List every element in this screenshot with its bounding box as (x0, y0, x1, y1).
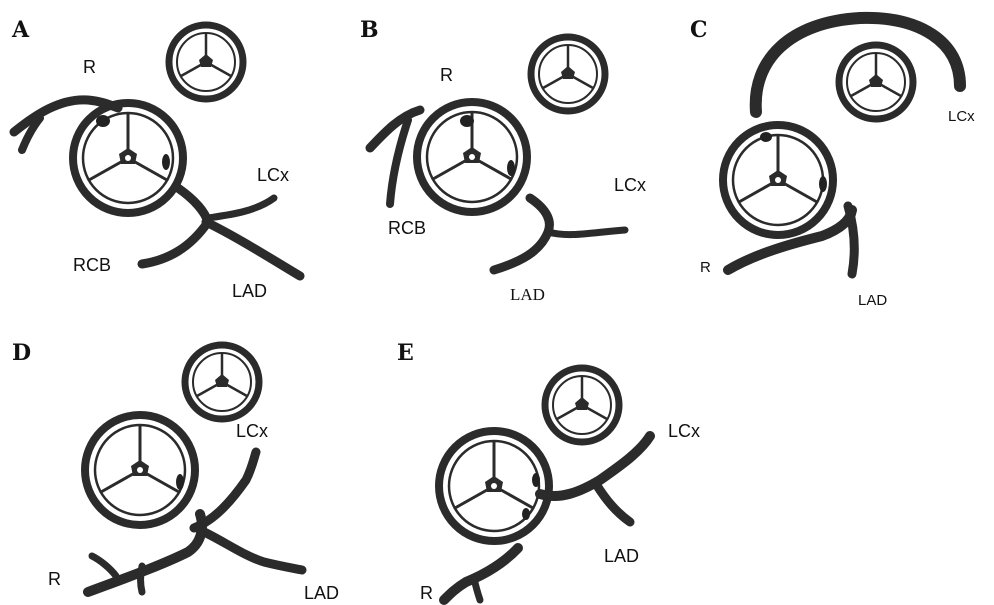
panel-d: D LCx R LAD (12, 340, 339, 603)
panel-e: E LCx LAD R (397, 340, 700, 603)
label-lcx: LCx (614, 175, 646, 195)
aortic-valve (439, 431, 549, 541)
right-coronary-branch (92, 556, 116, 576)
panel-b: B R LCx RCB LAD (360, 17, 646, 304)
pulmonary-valve (839, 45, 913, 119)
label-r: R (420, 583, 433, 603)
aortic-valve (85, 415, 195, 525)
lcx-vessel (548, 230, 625, 235)
rcb-vessel (390, 120, 408, 204)
right-coronary-ostium (96, 115, 110, 127)
label-lcx: LCx (257, 165, 289, 185)
label-lad: LAD (510, 285, 545, 304)
pulmonary-valve (531, 37, 605, 111)
label-lcx: LCx (668, 421, 700, 441)
left-coronary-ostium-2 (522, 508, 530, 520)
pulmonary-valve (545, 368, 619, 442)
right-coronary-ostium (460, 115, 474, 127)
panel-c: C LCx R LAD (690, 17, 975, 309)
pulmonary-valve (169, 25, 243, 99)
left-coronary-ostium-1 (532, 473, 540, 487)
label-r: R (700, 259, 711, 276)
label-r: R (440, 65, 453, 85)
right-coronary-artery (370, 110, 420, 148)
left-coronary-ostium (162, 154, 170, 170)
lad-vessel (200, 530, 302, 570)
panel-a: A R LCx RCB LAD (11, 17, 300, 301)
label-r: R (48, 569, 61, 589)
panel-letter-e: E (397, 340, 414, 366)
label-rcb: RCB (388, 218, 426, 238)
left-coronary-ostium (176, 474, 184, 490)
panel-letter-b: B (360, 17, 379, 43)
label-lcx: LCx (236, 421, 268, 441)
label-rcb: RCB (73, 255, 111, 275)
right-coronary-branch (141, 566, 143, 592)
label-lad: LAD (304, 583, 339, 603)
lad-vessel (848, 206, 854, 274)
aortic-valve (723, 125, 833, 235)
label-lad: LAD (232, 281, 267, 301)
panel-letter-c: C (690, 17, 708, 43)
pulmonary-valve (185, 345, 259, 419)
label-lad: LAD (858, 292, 887, 309)
left-coronary-ostium (507, 160, 515, 176)
lad-vessel (494, 198, 549, 270)
coronary-ostium (760, 132, 772, 142)
panel-letter-a: A (11, 17, 30, 43)
label-r: R (83, 57, 96, 77)
lcx-vessel (208, 198, 274, 218)
label-lcx: LCx (948, 108, 975, 125)
panel-letter-d: D (12, 340, 31, 366)
lad-vessel (596, 484, 630, 522)
lad-vessel (206, 222, 300, 276)
left-coronary-ostium (819, 176, 827, 192)
label-lad: LAD (604, 546, 639, 566)
